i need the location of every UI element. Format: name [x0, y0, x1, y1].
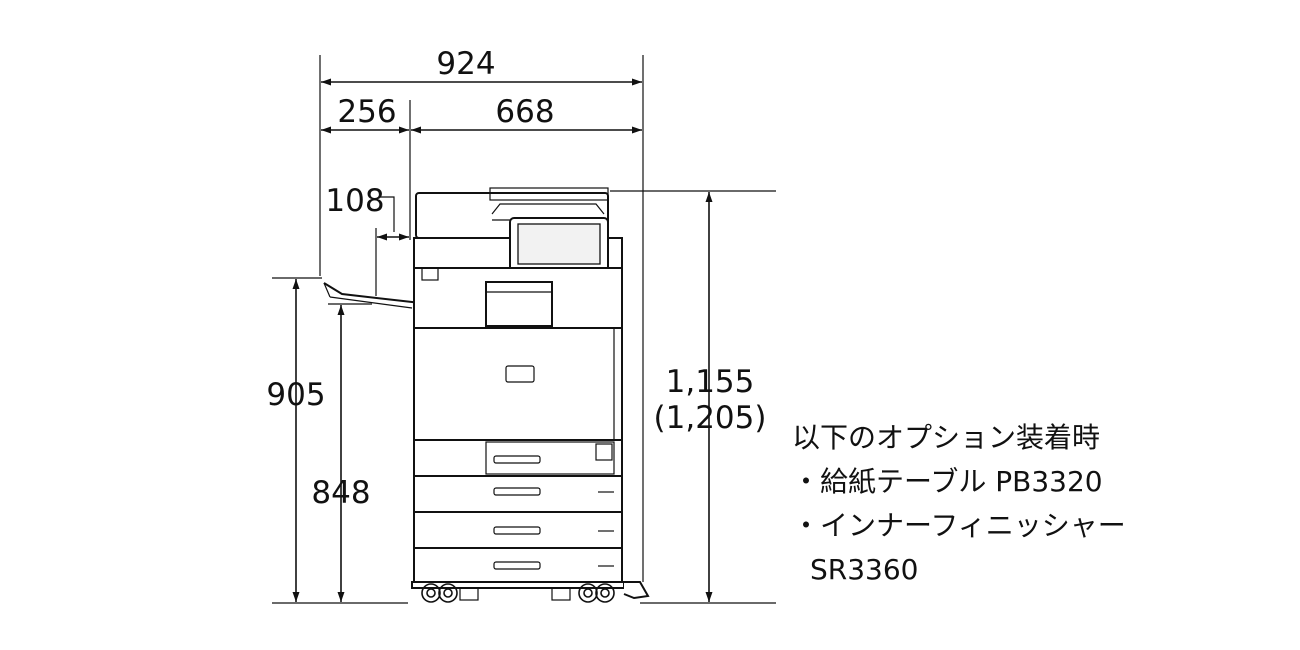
options-note-item: ・インナーフィニッシャー [792, 509, 1126, 542]
finisher-unit [485, 281, 553, 327]
main-body [413, 327, 623, 441]
options-note-item-model: SR3360 [810, 553, 919, 586]
label-1155: 1,155 [666, 364, 755, 400]
extension-lines [272, 55, 776, 604]
casters [421, 583, 615, 603]
label-668: 668 [495, 94, 554, 130]
stabilizer [623, 581, 650, 600]
paper-tray-3 [413, 511, 623, 549]
paper-tray-1 [413, 439, 623, 477]
options-note: 以下のオプション装着時 ・給紙テーブル PB3320 ・インナーフィニッシャー … [792, 416, 1126, 592]
paper-tray-4 [413, 547, 623, 583]
label-905: 905 [266, 377, 325, 413]
label-924: 924 [436, 46, 495, 82]
label-108: 108 [325, 183, 384, 219]
paper-tray-2 [413, 475, 623, 513]
label-848: 848 [311, 475, 370, 511]
copier-illustration [323, 187, 650, 603]
label-256: 256 [337, 94, 396, 130]
options-note-item: ・給紙テーブル PB3320 [792, 465, 1103, 498]
dimension-arrows [292, 78, 713, 602]
label-1205: (1,205) [654, 400, 767, 436]
options-note-title: 以下のオプション装着時 [792, 421, 1101, 454]
